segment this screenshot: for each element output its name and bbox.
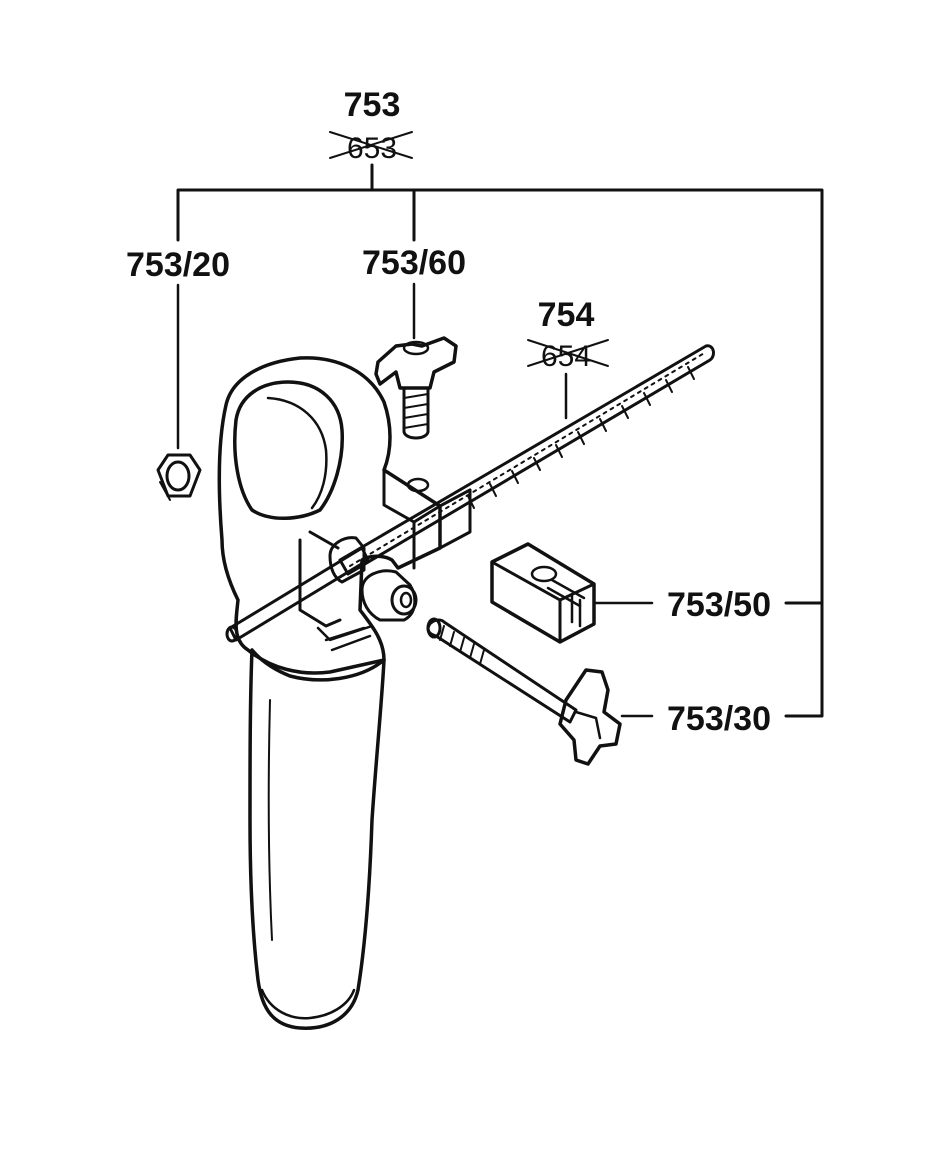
label-753-50: 753/50 (667, 586, 771, 624)
leader-lines (176, 163, 824, 718)
clamp-block-part (490, 542, 596, 644)
label-754: 754 (538, 296, 595, 334)
label-654-old: 654 (541, 340, 591, 373)
label-753-20: 753/20 (126, 246, 230, 284)
depth-rod-part (225, 344, 715, 643)
wing-screw-part (374, 336, 458, 440)
label-753-30: 753/30 (667, 700, 771, 738)
strike-653 (329, 131, 413, 159)
label-753-60: 753/60 (362, 244, 466, 282)
strike-654 (527, 339, 609, 367)
handle-body-part (217, 356, 472, 1030)
t-bolt-part (426, 617, 622, 766)
label-753: 753 (344, 86, 401, 124)
hex-nut-part (156, 453, 202, 501)
label-653-old: 653 (347, 132, 397, 165)
